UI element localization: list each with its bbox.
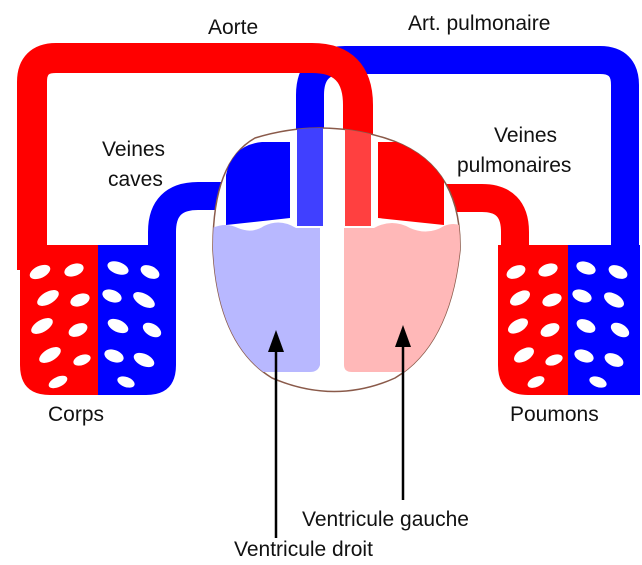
body-organ <box>20 245 178 395</box>
heart <box>212 118 462 392</box>
label-art-pulmonaire: Art. pulmonaire <box>408 12 550 36</box>
label-corps: Corps <box>48 403 104 427</box>
label-ventricule-droit: Ventricule droit <box>234 538 373 562</box>
label-veines-pulmonaires-line1: Veines <box>494 124 557 148</box>
label-poumons: Poumons <box>510 403 599 427</box>
lung-organ <box>498 245 642 395</box>
label-veines-caves-line2: caves <box>108 168 163 192</box>
label-ventricule-gauche: Ventricule gauche <box>302 508 469 532</box>
label-veines-caves-line1: Veines <box>102 138 165 162</box>
right-ventricle <box>212 222 320 372</box>
septum <box>320 228 344 378</box>
left-atrium <box>378 142 444 225</box>
label-aorte: Aorte <box>208 16 258 40</box>
label-veines-pulmonaires-line2: pulmonaires <box>457 154 571 178</box>
